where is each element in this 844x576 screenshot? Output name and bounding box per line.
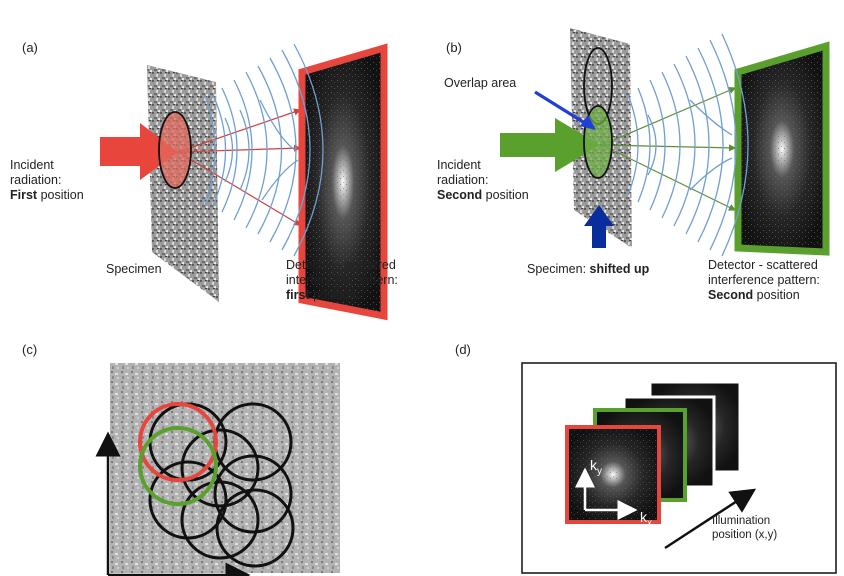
incident-label-b: Incident radiation: Second position	[437, 158, 529, 202]
panel-label-c: (c)	[22, 342, 38, 357]
scatter-arrows-a	[177, 108, 302, 226]
ky-label: ky	[590, 457, 602, 477]
panel-a	[100, 43, 388, 321]
shift-up-arrow	[584, 205, 614, 248]
panel-b	[500, 28, 830, 257]
panel-label-a: (a)	[22, 40, 38, 55]
probe-spot-red	[158, 111, 192, 189]
overlap-label: Overlap area	[444, 76, 517, 90]
wavefronts-a	[204, 43, 324, 257]
wavefronts-b	[627, 33, 749, 257]
kx-label: kx	[640, 509, 652, 529]
probe-first-position	[138, 402, 218, 482]
panel-c	[95, 363, 340, 576]
specimen-label-a: Specimen	[106, 262, 162, 276]
panel-label-b: (b)	[446, 40, 462, 55]
incident-arrow-red	[100, 123, 178, 180]
panel-d	[521, 362, 837, 574]
panel-label-d: (d)	[455, 342, 471, 357]
specimen-label-b: Specimen: shifted up	[527, 262, 650, 276]
k-axes	[575, 467, 638, 520]
incident-arrow-green	[500, 118, 600, 172]
probe-second-position	[138, 426, 218, 506]
illumination-label: Illumination position (x,y)	[712, 515, 778, 541]
incident-label-a: Incident radiation: First position	[10, 158, 84, 202]
illumination-arrow	[664, 488, 757, 550]
scatter-arrows-b	[601, 87, 737, 211]
scan-axes	[95, 431, 251, 576]
detector-label-b: Detector - scattered interference patter…	[708, 258, 820, 302]
overlap-pointer	[534, 90, 589, 127]
detector-label-a: Detector - scattered interference patter…	[286, 258, 398, 302]
